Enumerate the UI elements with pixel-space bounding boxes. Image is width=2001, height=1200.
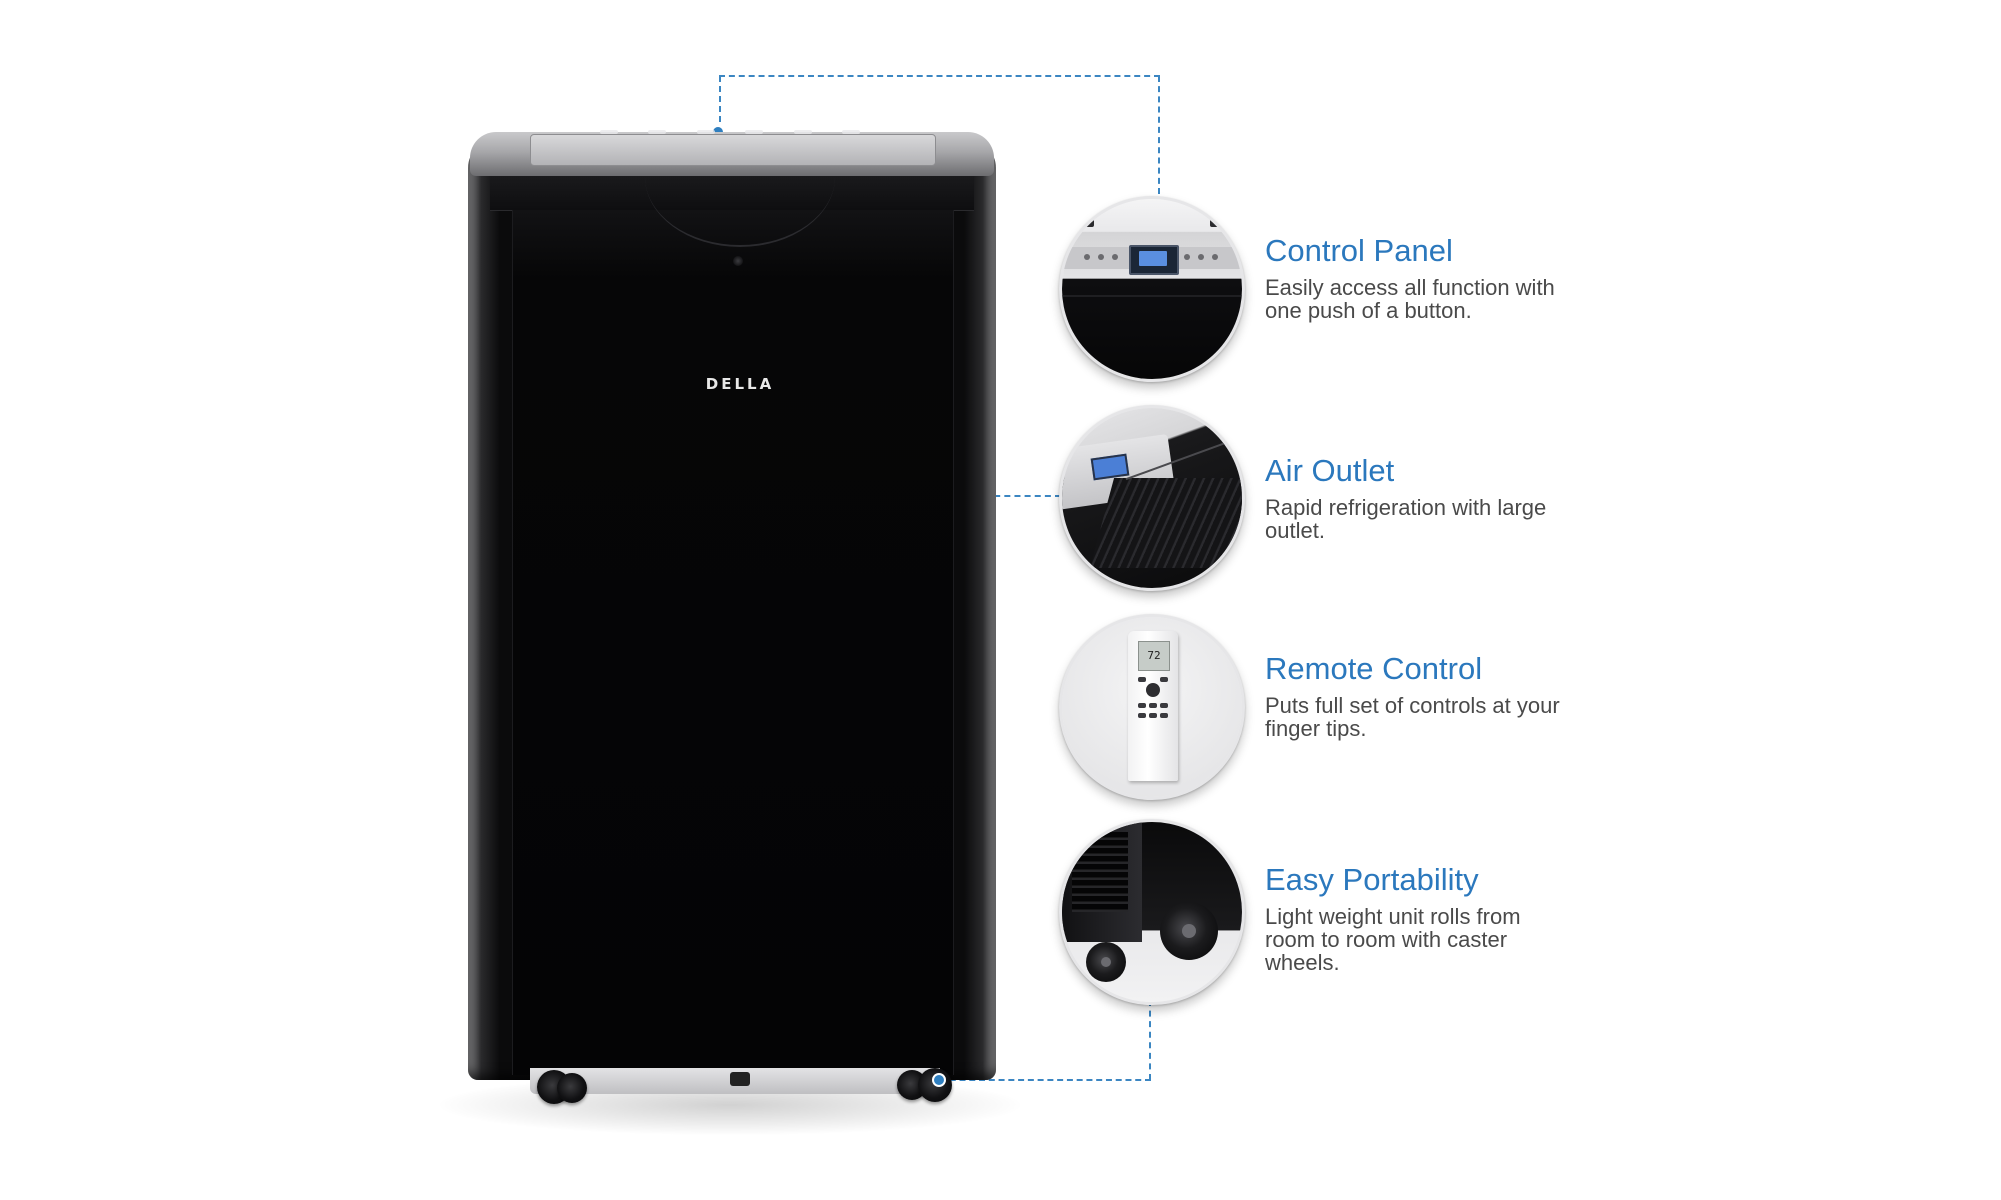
callout-line-portability-across bbox=[940, 1079, 1151, 1081]
feature-title-remote-control: Remote Control bbox=[1265, 651, 1483, 686]
feature-desc-remote-control: Puts full set of controls at your finger… bbox=[1265, 693, 1560, 741]
feature-desc-control-panel: Easily access all function with one push… bbox=[1265, 275, 1555, 323]
caster-wheel-left-inner bbox=[557, 1073, 587, 1103]
remote-display: 72 bbox=[1138, 641, 1170, 671]
feature-title-air-outlet: Air Outlet bbox=[1265, 453, 1395, 488]
sensor-icon bbox=[733, 256, 743, 266]
caster-wheels-closeup-icon bbox=[1059, 819, 1245, 1005]
air-conditioner-front-panel bbox=[512, 210, 954, 1075]
top-panel-buttons bbox=[600, 130, 860, 136]
feature-desc-air-outlet: Rapid refrigeration with large outlet. bbox=[1265, 495, 1547, 543]
callout-line-control-panel-up bbox=[719, 76, 721, 132]
callout-line-control-panel-top bbox=[719, 75, 1160, 77]
callout-line-control-panel-down bbox=[1158, 76, 1160, 194]
feature-desc-easy-portability: Light weight unit rolls from room to roo… bbox=[1265, 904, 1521, 975]
top-button bbox=[793, 130, 812, 134]
brand-logo: DELLA bbox=[705, 375, 775, 393]
control-panel-closeup-icon bbox=[1059, 196, 1245, 382]
feature-title-easy-portability: Easy Portability bbox=[1265, 862, 1479, 897]
top-button bbox=[648, 130, 667, 134]
top-button bbox=[600, 130, 618, 134]
base-drain-plug bbox=[730, 1072, 750, 1086]
air-outlet-closeup-icon bbox=[1059, 405, 1245, 591]
feature-title-control-panel: Control Panel bbox=[1265, 233, 1453, 268]
front-panel-arc bbox=[645, 170, 835, 247]
callout-line-portability-down bbox=[1149, 1000, 1151, 1080]
top-button bbox=[745, 130, 764, 134]
top-button bbox=[841, 130, 860, 134]
remote-control-closeup-icon: 72 bbox=[1059, 614, 1245, 800]
caster-wheel-right-outer bbox=[918, 1068, 952, 1102]
top-button bbox=[696, 130, 715, 134]
air-conditioner-top-panel bbox=[530, 134, 936, 166]
callout-dot-portability bbox=[934, 1075, 944, 1085]
